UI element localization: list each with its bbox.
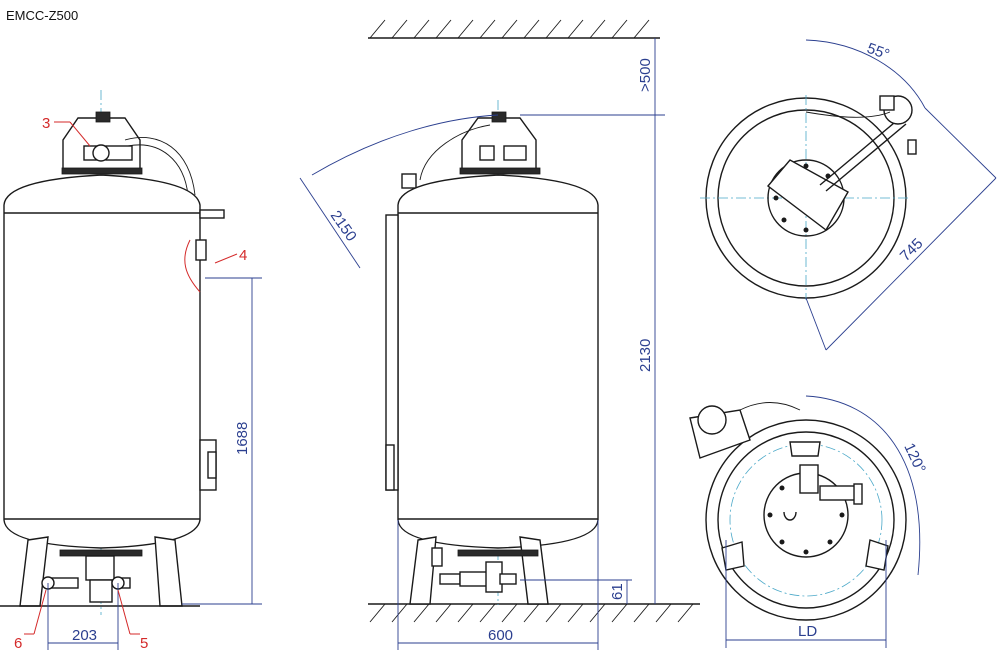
dim-total-height: 2130 (637, 339, 654, 372)
top-view: 55° 745 (700, 39, 997, 351)
dim-connection-height: 1688 (234, 422, 251, 455)
front-view: 203 1688 3 4 5 6 (0, 90, 262, 652)
dim-ceiling-clearance: >500 (637, 58, 654, 92)
dim-top-angle: 55° (865, 40, 892, 64)
dim-leg-spacing: 203 (72, 627, 97, 644)
callout-4: 4 (239, 247, 247, 264)
dim-depth: 600 (488, 627, 513, 644)
bottom-view: 120° LD (689, 395, 929, 648)
callout-5: 5 (140, 635, 148, 652)
callout-6: 6 (14, 635, 22, 652)
dim-top-diameter: 745 (897, 235, 927, 265)
dim-bottom-angle: 120° (900, 441, 929, 476)
drawing-title: EMCC-Z500 (6, 8, 78, 23)
dim-bottom-diameter: LD (798, 623, 817, 640)
dim-outlet-height: 61 (609, 583, 626, 600)
callout-3: 3 (42, 115, 50, 132)
side-view: >500 2130 61 600 2150 (299, 19, 700, 650)
